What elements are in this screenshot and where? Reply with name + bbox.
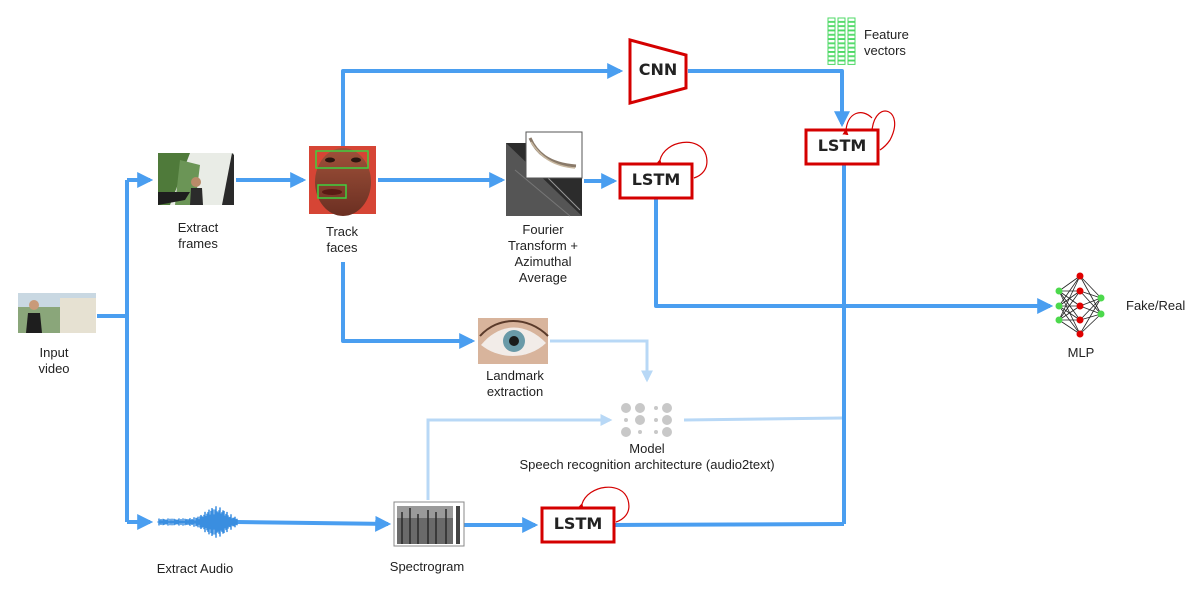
arrow-cnn-lstm: [688, 69, 850, 128]
face-tracking-thumbnail: [309, 146, 376, 216]
arrow-faces-cnn: [341, 63, 624, 146]
arrow-model-out: [683, 416, 843, 422]
track-faces-label: Track faces: [310, 224, 374, 256]
spectrum-plot-thumbnail: [506, 131, 583, 217]
arrow-audio-spectrogram: [235, 515, 392, 532]
cnn-label: CNN: [638, 60, 678, 79]
lstm-mid-block: [618, 141, 708, 200]
extract-frames-line2: frames: [178, 236, 218, 251]
cnn-block: [628, 38, 688, 105]
lstm-bottom-block: [540, 486, 630, 544]
input-video-line1: Input: [39, 345, 69, 360]
landmark-line1: Landmark: [486, 368, 544, 383]
arrow-faces-landmark: [341, 262, 476, 349]
lstm-top-block: [804, 110, 896, 166]
arrow-spectrogram-model: [426, 414, 613, 500]
neural-network: [1055, 272, 1105, 338]
model-label: Model Speech recognition architecture (a…: [497, 441, 797, 473]
eye-thumbnail: [478, 318, 549, 364]
model-line1: Model: [629, 441, 665, 456]
video-frame-thumbnail: [158, 153, 234, 205]
feature-vectors-label: Feature vectors: [864, 27, 909, 59]
landmark-label: Landmark extraction: [470, 368, 560, 400]
woman-video-thumbnail: [18, 293, 96, 333]
landmark-line2: extraction: [486, 384, 544, 399]
mlp-label: MLP: [1067, 345, 1095, 360]
extract-frames-line1: Extract: [177, 220, 219, 235]
arrow-lstm-bottom-out: [613, 522, 845, 527]
extract-audio-label: Extract Audio: [156, 561, 234, 576]
feature-vector-columns: [827, 17, 856, 65]
lstm-mid-label: LSTM: [631, 170, 681, 189]
fourier-line1: Fourier: [522, 222, 564, 237]
input-video-line2: video: [38, 361, 70, 376]
fake-real-label: Fake/Real: [1126, 298, 1186, 313]
fourier-line3: Azimuthal: [514, 254, 572, 269]
fourier-line2: Transform +: [508, 238, 578, 253]
model-line2: Speech recognition architecture (audio2t…: [519, 457, 775, 472]
arrow-lstm-mid-mlp: [654, 199, 1054, 314]
feature-vectors-line1: Feature: [864, 27, 909, 42]
dot-grid-model: [621, 403, 672, 437]
light-flow-arrows: [426, 339, 843, 500]
track-faces-line1: Track: [325, 224, 359, 239]
fourier-label: Fourier Transform + Azimuthal Average: [494, 222, 592, 286]
spectrogram-label: Spectrogram: [389, 559, 465, 574]
audio-waveform: [157, 506, 238, 538]
lstm-bottom-label: LSTM: [553, 514, 603, 533]
input-video-label: Input video: [24, 345, 84, 377]
track-faces-line2: faces: [326, 240, 358, 255]
lstm-top-label: LSTM: [817, 136, 867, 155]
spectrogram-thumbnail: [393, 501, 465, 547]
arrow-landmark-model: [550, 339, 653, 383]
extract-frames-label: Extract frames: [166, 220, 230, 252]
feature-vectors-line2: vectors: [864, 43, 906, 58]
flow-arrows: [97, 63, 1054, 533]
fourier-line4: Average: [518, 270, 568, 285]
